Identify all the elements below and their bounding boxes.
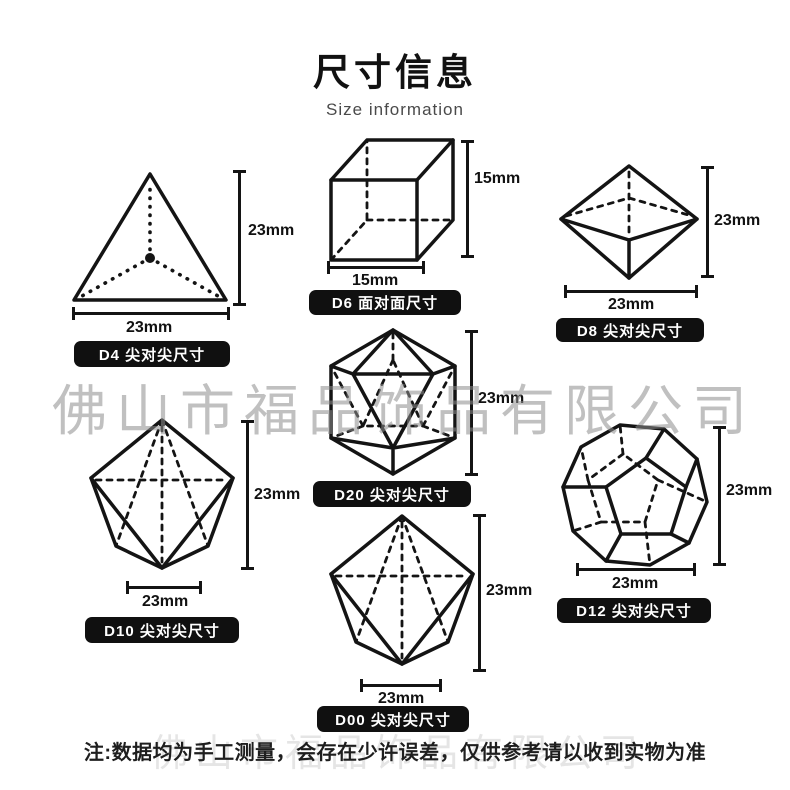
- d4-height-dim-line: [233, 170, 246, 306]
- d12-height-label: 23mm: [726, 482, 773, 499]
- d00-height-label: 23mm: [486, 582, 533, 599]
- d4-die-drawing: [68, 168, 233, 308]
- d4-wireframe-icon: [72, 172, 228, 302]
- d4-width-label: 23mm: [126, 319, 173, 336]
- d10-height-label: 23mm: [254, 486, 301, 503]
- d00-width-dim-line: [360, 679, 442, 692]
- d12-die-drawing: [556, 420, 714, 572]
- d12-height-dim-line: [713, 426, 726, 566]
- d20-size-badge: D20 尖对尖尺寸: [313, 481, 471, 507]
- d8-width-dim-line: [564, 285, 698, 298]
- d4-size-badge: D4 尖对尖尺寸: [74, 341, 230, 367]
- page-title: 尺寸信息: [313, 52, 477, 93]
- d10-width-dim-line: [126, 581, 202, 594]
- d6-width-dim-line: [327, 261, 425, 274]
- d8-height-label: 23mm: [714, 212, 761, 229]
- d10-width-label: 23mm: [142, 593, 189, 610]
- d00-width-label: 23mm: [378, 690, 425, 707]
- d10-wireframe-icon: [89, 418, 235, 570]
- d12-width-label: 23mm: [612, 575, 659, 592]
- d12-width-dim-line: [576, 563, 696, 576]
- d8-die-drawing: [556, 162, 702, 282]
- d6-wireframe-icon: [329, 138, 455, 262]
- d4-height-label: 23mm: [248, 222, 295, 239]
- d8-width-label: 23mm: [608, 296, 655, 313]
- d8-height-dim-line: [701, 166, 714, 278]
- d00-size-badge: D00 尖对尖尺寸: [317, 706, 469, 732]
- d00-height-dim-line: [473, 514, 486, 672]
- d12-size-badge: D12 尖对尖尺寸: [557, 598, 711, 623]
- d00-die-drawing: [326, 506, 478, 676]
- d10-height-dim-line: [241, 420, 254, 570]
- d20-wireframe-icon: [329, 328, 457, 476]
- d12-wireframe-icon: [561, 423, 709, 567]
- d4-width-dim-line: [72, 307, 230, 320]
- d20-height-dim-line: [465, 330, 478, 476]
- measurement-note: 注:数据均为手工测量，会存在少许误差，仅供参考请以收到实物为准: [83, 742, 707, 764]
- d20-die-drawing: [322, 326, 464, 478]
- d6-die-drawing: [323, 132, 460, 264]
- d8-size-badge: D8 尖对尖尺寸: [556, 318, 704, 342]
- d6-height-dim-line: [461, 140, 474, 258]
- d6-width-label: 15mm: [352, 272, 399, 289]
- d6-height-label: 15mm: [474, 170, 521, 187]
- d8-wireframe-icon: [559, 164, 699, 280]
- d10-size-badge: D10 尖对尖尺寸: [85, 617, 239, 643]
- page-subtitle: Size information: [326, 100, 464, 119]
- d10-die-drawing: [86, 416, 238, 574]
- d20-height-label: 23mm: [478, 390, 525, 407]
- d6-size-badge: D6 面对面尺寸: [309, 290, 461, 315]
- d00-wireframe-icon: [329, 514, 475, 666]
